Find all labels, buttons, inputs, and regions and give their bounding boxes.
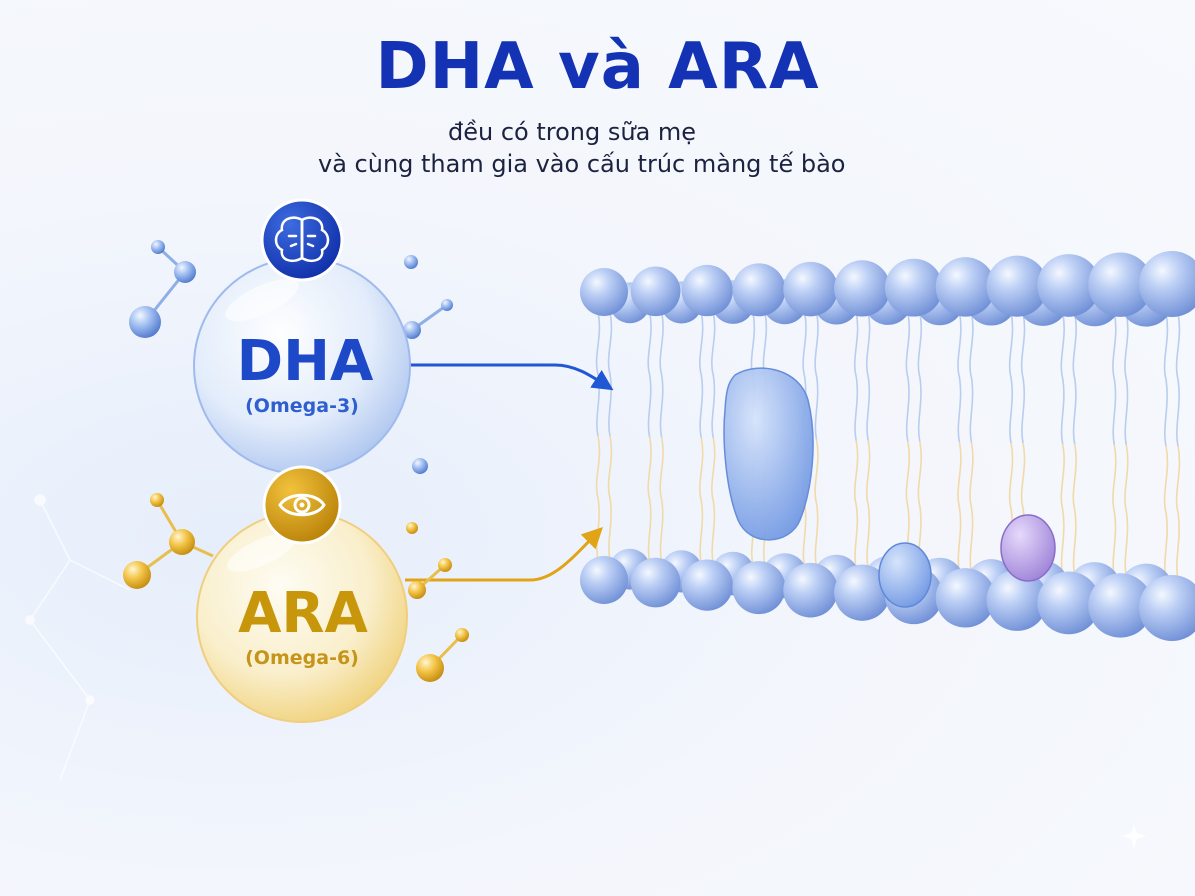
lipid-head [935, 257, 996, 317]
lipid-head [986, 569, 1048, 631]
lipid-tail [814, 439, 819, 568]
lipid-tail [1020, 312, 1026, 444]
subtitle-line-1: đều có trong sữa mẹ [448, 118, 697, 146]
lipid-tail [699, 312, 704, 438]
lipid-tail [659, 436, 664, 562]
lipid-heads-top [580, 251, 1195, 327]
subtitle-line-2: và cùng tham gia vào cấu trúc màng tế bà… [318, 150, 846, 178]
membrane-protein-small [878, 542, 932, 608]
sparkle-icon [1122, 824, 1146, 848]
lipid-head [986, 255, 1048, 317]
lipid-tail [814, 312, 819, 440]
lipid-head [935, 568, 996, 628]
dha-arrow [410, 363, 614, 391]
lipid-head [681, 264, 733, 317]
lipid-head [834, 564, 891, 621]
lipid-tail [711, 312, 716, 438]
lipid-head [580, 556, 628, 604]
lipid-tail [699, 437, 704, 564]
lipid-head [732, 263, 786, 317]
lipid-head [1139, 251, 1195, 317]
lipid-head [1088, 252, 1153, 317]
dha-sublabel: (Omega-3) [245, 395, 359, 417]
ara-molecule-cluster [123, 493, 469, 682]
lipid-head [630, 557, 681, 608]
lipid-head [783, 261, 838, 317]
lipid-tail [1112, 444, 1117, 578]
lipid-head [783, 562, 838, 618]
lipid-tail [1163, 312, 1169, 447]
lipid-head [580, 268, 628, 316]
lipid-head [884, 258, 943, 317]
lipid-tail [1163, 445, 1169, 580]
lipid-tail [853, 440, 859, 569]
lipid-head [1088, 573, 1153, 638]
brain-icon [274, 216, 330, 262]
lipid-head [681, 559, 733, 611]
lipid-tail [1175, 312, 1181, 447]
lipid-tail [917, 312, 923, 442]
lipid-head [834, 260, 891, 317]
ara-sublabel: (Omega-6) [245, 647, 359, 669]
lipid-head [1037, 254, 1101, 317]
lipid-tail [969, 312, 974, 443]
lipid-tail [1072, 312, 1077, 445]
lipid-tail [711, 437, 716, 564]
lipid-tail [595, 311, 601, 437]
lipid-head [1037, 571, 1101, 635]
lipid-tail [1060, 312, 1065, 445]
ara-badge [262, 465, 342, 545]
lipid-tail [1072, 444, 1077, 576]
lipid-tail [1124, 312, 1129, 446]
lipid-tail [957, 442, 962, 573]
lipid-tail [1175, 445, 1181, 580]
lipid-tail [595, 435, 601, 561]
lipid-tail [607, 311, 613, 437]
dha-badge [260, 198, 344, 282]
lipid-tail [1008, 312, 1014, 444]
lipid-tails [595, 311, 1181, 580]
ara-label: ARA [238, 581, 368, 646]
membrane-protein-large [723, 367, 814, 541]
lipid-head [630, 266, 681, 317]
lipid-tail [1124, 444, 1129, 578]
ara-arrow [405, 527, 603, 582]
lipid-tail [659, 311, 664, 438]
lipid-head [1139, 575, 1195, 641]
dha-label: DHA [237, 329, 374, 394]
lipid-tail [969, 442, 974, 573]
lipid-head [732, 561, 786, 615]
lipid-tail [865, 312, 871, 441]
lipid-tail [1060, 444, 1065, 576]
dha-bubble: DHA (Omega-3) [193, 257, 411, 475]
lipid-tail [957, 312, 962, 443]
lipid-tail [853, 312, 859, 441]
eye-icon [278, 493, 326, 517]
lipid-tail [647, 436, 652, 562]
background-network [25, 494, 131, 781]
lipid-tail [865, 440, 871, 569]
page-title: DHA và ARA [375, 30, 820, 104]
lipid-tail [1112, 312, 1117, 446]
lipid-tail [607, 435, 613, 561]
lipid-tail [647, 311, 652, 438]
membrane-protein-purple [1000, 514, 1056, 582]
dha-molecule-cluster [129, 240, 453, 474]
lipid-tail [905, 312, 911, 442]
